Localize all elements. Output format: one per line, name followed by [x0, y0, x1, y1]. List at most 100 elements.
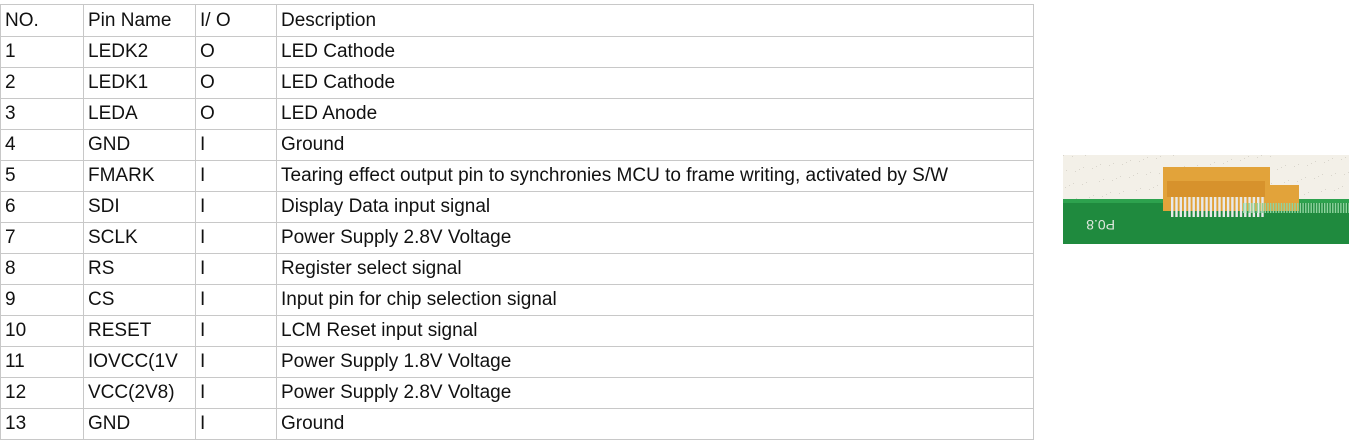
cell-description: Tearing effect output pin to synchronies… [276, 160, 1034, 192]
cell-no: 13 [0, 408, 84, 440]
cell-description: Input pin for chip selection signal [276, 284, 1034, 316]
header-pin-name: Pin Name [83, 4, 196, 37]
cell-no: 8 [0, 253, 84, 285]
cell-no: 7 [0, 222, 84, 254]
cell-io: I [195, 191, 277, 223]
connector-pin [1235, 197, 1238, 217]
header-description: Description [276, 4, 1034, 37]
cell-no: 9 [0, 284, 84, 316]
board-edge-pad [1310, 203, 1312, 213]
cell-description: LED Anode [276, 98, 1034, 130]
board-edge-pad [1261, 203, 1264, 213]
cell-pin-name: LEDA [83, 98, 196, 130]
cell-description: Power Supply 1.8V Voltage [276, 346, 1034, 378]
cell-io: I [195, 315, 277, 347]
cell-pin-name: IOVCC(1V [83, 346, 196, 378]
board-edge-pad [1275, 203, 1277, 213]
cell-no: 3 [0, 98, 84, 130]
cell-no: 5 [0, 160, 84, 192]
cell-pin-name: LEDK2 [83, 36, 196, 68]
fpc-connector-image: P0.8 [1063, 155, 1349, 244]
header-no: NO. [0, 4, 84, 37]
cell-pin-name: GND [83, 129, 196, 161]
header-row: NO. Pin Name I/ O Description [0, 4, 1034, 37]
cell-description: Power Supply 2.8V Voltage [276, 377, 1034, 409]
board-edge-pad [1342, 203, 1345, 213]
connector-pin [1244, 197, 1247, 217]
board-edge-pins [1243, 203, 1349, 213]
cell-description: Ground [276, 408, 1034, 440]
board-edge-pad [1272, 203, 1275, 213]
board-edge-pad [1313, 203, 1315, 213]
cell-no: 2 [0, 67, 84, 99]
connector-pin [1214, 197, 1217, 217]
connector-pin [1218, 197, 1221, 217]
cell-io: I [195, 253, 277, 285]
cell-description: Display Data input signal [276, 191, 1034, 223]
board-edge-pad [1256, 203, 1258, 213]
board-edge-pad [1340, 203, 1342, 213]
board-edge-pad [1345, 203, 1347, 213]
cell-no: 4 [0, 129, 84, 161]
connector-pin [1205, 197, 1208, 217]
cell-pin-name: GND [83, 408, 196, 440]
connector-pin [1192, 197, 1195, 217]
cell-no: 11 [0, 346, 84, 378]
cell-io: I [195, 408, 277, 440]
board-edge-pad [1318, 203, 1320, 213]
fpc-connector-photo: P0.8 [1063, 155, 1349, 244]
cell-pin-name: RS [83, 253, 196, 285]
cell-io: I [195, 284, 277, 316]
board-edge-pad [1267, 203, 1269, 213]
board-edge-pad [1288, 203, 1291, 213]
board-edge-pad [1332, 203, 1334, 213]
board-edge-pad [1253, 203, 1256, 213]
board-edge-pad [1315, 203, 1318, 213]
board-edge-pad [1334, 203, 1337, 213]
board-edge-pad [1278, 203, 1280, 213]
cell-pin-name: FMARK [83, 160, 196, 192]
connector-pin [1226, 197, 1230, 217]
board-edge-pad [1329, 203, 1331, 213]
cell-pin-name: CS [83, 284, 196, 316]
cell-io: O [195, 67, 277, 99]
board-edge-pad [1324, 203, 1326, 213]
board-edge-pad [1270, 203, 1272, 213]
board-edge-pad [1259, 203, 1261, 213]
board-edge-pad [1299, 203, 1302, 213]
board-edge-pad [1243, 203, 1245, 213]
cell-description: LCM Reset input signal [276, 315, 1034, 347]
cell-io: I [195, 222, 277, 254]
header-io: I/ O [195, 4, 277, 37]
cell-no: 12 [0, 377, 84, 409]
cell-description: LED Cathode [276, 67, 1034, 99]
cell-description: Register select signal [276, 253, 1034, 285]
cell-io: I [195, 129, 277, 161]
connector-pin [1257, 197, 1260, 217]
cell-io: I [195, 377, 277, 409]
board-edge-pad [1286, 203, 1288, 213]
board-edge-pad [1283, 203, 1285, 213]
cell-description: Ground [276, 129, 1034, 161]
board-edge-pad [1326, 203, 1329, 213]
cell-io: O [195, 36, 277, 68]
connector-pin [1196, 197, 1200, 217]
board-edge-pad [1245, 203, 1248, 213]
cell-pin-name: VCC(2V8) [83, 377, 196, 409]
connector-pin [1231, 197, 1234, 217]
board-edge-pad [1348, 203, 1349, 213]
cell-io: I [195, 346, 277, 378]
board-edge-pad [1294, 203, 1296, 213]
